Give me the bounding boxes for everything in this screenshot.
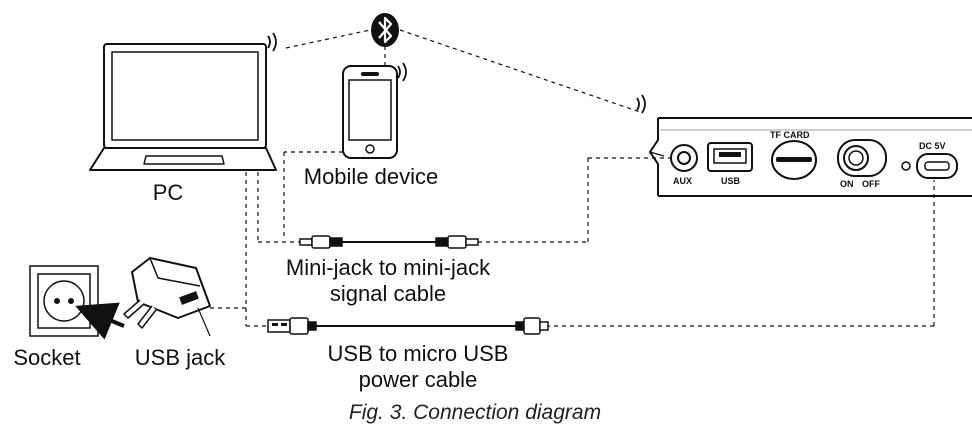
tf-card-label: TF CARD (770, 130, 810, 140)
minijack-plug-icon (435, 235, 479, 249)
laptop-icon (89, 43, 277, 171)
usb-port (707, 142, 753, 172)
aux-port (670, 144, 698, 172)
minijack-plug-icon (299, 235, 343, 249)
cable-paths (200, 151, 935, 327)
usb-plug-icon (267, 317, 317, 335)
usb-charger-icon (123, 257, 211, 337)
arrow-icon (75, 302, 125, 340)
usb-cable-label-line2: power cable (358, 367, 478, 392)
minijack-cable (299, 235, 479, 249)
usb-cable-label-line1: USB to micro USB (327, 341, 509, 366)
mobile-device-label: Mobile device (303, 164, 439, 189)
figure-caption: Fig. 3. Connection diagram (348, 401, 602, 424)
minijack-cable-label-line1: Mini-jack to mini-jack (285, 255, 491, 280)
micro-usb-plug-icon (515, 317, 549, 335)
dc-port (901, 153, 958, 179)
off-label: OFF (862, 179, 880, 189)
receiver-device (648, 117, 972, 197)
bluetooth-links (285, 29, 641, 113)
power-switch (837, 139, 887, 177)
on-label: ON (840, 179, 854, 189)
tf-card-slot (771, 140, 817, 180)
minijack-cable-label-line2: signal cable (329, 281, 447, 306)
smartphone-icon (342, 65, 398, 159)
wall-socket-icon (29, 265, 99, 337)
usb-port-label: USB (721, 176, 741, 186)
socket-label: Socket (13, 345, 81, 370)
usb-jack-label: USB jack (134, 345, 226, 370)
dc-port-label: DC 5V (919, 141, 946, 151)
aux-port-label: AUX (673, 176, 693, 186)
wireless-signal-icon (267, 32, 646, 114)
pc-label: PC (152, 180, 184, 205)
usb-cable (267, 317, 549, 335)
bluetooth-icon (371, 13, 399, 47)
